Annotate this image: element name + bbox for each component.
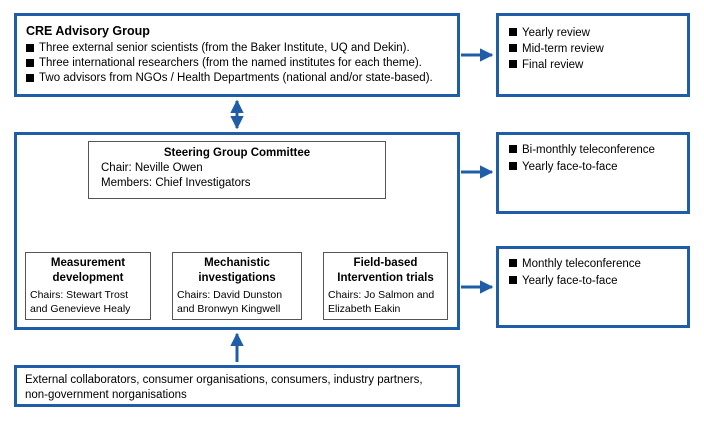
steering-committee-title: Steering Group Committee [163, 147, 311, 159]
meeting-item: Yearly face-to-face [509, 159, 677, 176]
advisory-group-list: Three external senior scientists (from t… [26, 41, 448, 86]
advisory-group-box: CRE Advisory Group Three external senior… [14, 13, 460, 97]
field-trials-title-line2: Intervention trials [337, 272, 434, 284]
measurement-title: Measurement [50, 257, 126, 269]
review-item: Yearly review [509, 25, 677, 41]
external-line-2: non-government norganisations [25, 389, 187, 401]
field-trials-title: Field-based [353, 257, 418, 269]
theme-meetings-list: Monthly teleconference Yearly face-to-fa… [509, 256, 677, 290]
steering-members: Members: Chief Investigators [101, 177, 251, 189]
mechanistic-chairs-line2: and Bronwyn Kingwell [177, 303, 281, 315]
meeting-item: Monthly teleconference [509, 256, 677, 273]
measurement-title-line2: development [52, 272, 124, 284]
reviews-list: Yearly review Mid-term review Final revi… [509, 25, 677, 73]
reviews-box: Yearly review Mid-term review Final revi… [496, 13, 690, 97]
meeting-item: Yearly face-to-face [509, 273, 677, 290]
theme-meetings-box: Monthly teleconference Yearly face-to-fa… [496, 246, 690, 328]
external-collaborators-box: External collaborators, consumer organis… [14, 365, 460, 407]
field-trials-chairs-line2: Elizabeth Eakin [328, 303, 401, 315]
steering-committee-box: Steering Group Committee Chair: Neville … [88, 141, 386, 199]
mechanistic-box: Mechanistic investigations Chairs: David… [172, 252, 302, 320]
field-trials-chairs: Chairs: Jo Salmon and [328, 289, 435, 301]
advisory-group-title: CRE Advisory Group [26, 24, 150, 38]
mechanistic-title: Mechanistic [204, 257, 270, 269]
steering-meetings-list: Bi-monthly teleconference Yearly face-to… [509, 142, 677, 176]
mechanistic-title-line2: investigations [198, 272, 276, 284]
advisory-item: Three external senior scientists (from t… [26, 41, 448, 56]
review-item: Final review [509, 57, 677, 73]
advisory-item: Two advisors from NGOs / Health Departme… [26, 71, 448, 86]
steering-chair: Chair: Neville Owen [101, 162, 203, 174]
meeting-item: Bi-monthly teleconference [509, 142, 677, 159]
measurement-chairs: Chairs: Stewart Trost [30, 289, 129, 301]
steering-meetings-box: Bi-monthly teleconference Yearly face-to… [496, 132, 690, 214]
review-item: Mid-term review [509, 41, 677, 57]
measurement-box: Measurement development Chairs: Stewart … [25, 252, 151, 320]
measurement-chairs-line2: and Genevieve Healy [30, 303, 131, 315]
advisory-item: Three international researchers (from th… [26, 56, 448, 71]
external-line: External collaborators, consumer organis… [25, 374, 423, 386]
field-trials-box: Field-based Intervention trials Chairs: … [323, 252, 448, 320]
mechanistic-chairs: Chairs: David Dunston [177, 289, 283, 301]
